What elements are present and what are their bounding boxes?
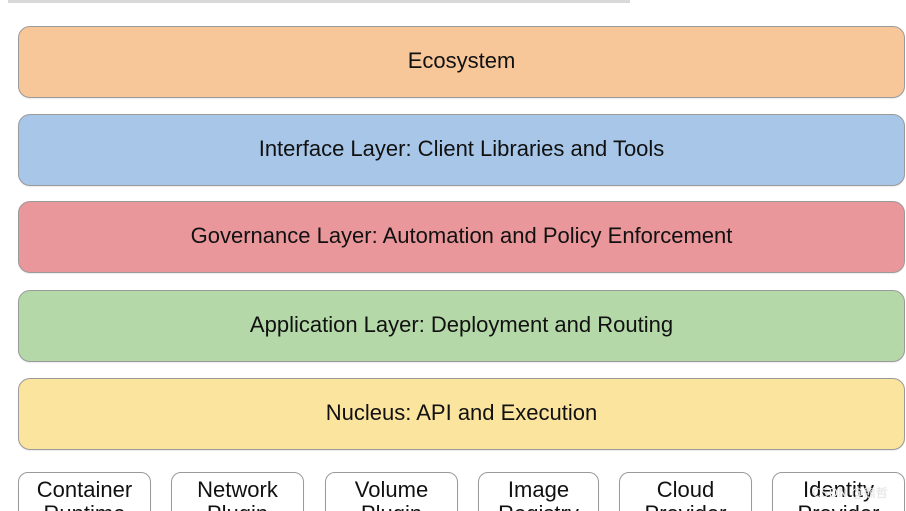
plugin-image-registry-line2: Registry: [498, 501, 579, 511]
layer-interface: Interface Layer: Client Libraries and To…: [18, 114, 905, 186]
plugin-volume-line1: Volume: [354, 477, 429, 502]
plugin-image-registry: Image Registry: [478, 472, 599, 511]
plugin-identity-provider-line2: Provider: [798, 501, 880, 511]
layer-interface-label: Interface Layer: Client Libraries and To…: [258, 136, 665, 161]
plugin-volume: Volume Plugin: [325, 472, 458, 511]
plugin-cloud-provider: Cloud Provider: [619, 472, 752, 511]
plugin-volume-line2: Plugin: [361, 501, 422, 511]
plugin-container-runtime-line1: Container: [36, 477, 133, 502]
layer-application: Application Layer: Deployment and Routin…: [18, 290, 905, 362]
layer-governance: Governance Layer: Automation and Policy …: [18, 201, 905, 273]
plugin-network-line2: Plugin: [207, 501, 268, 511]
csdn-watermark: CSDN @熊哲: [812, 486, 888, 500]
plugin-image-registry-line1: Image: [507, 477, 570, 502]
top-gray-strip: [8, 0, 630, 3]
layer-ecosystem-label: Ecosystem: [407, 48, 516, 73]
plugin-container-runtime: Container Runtime: [18, 472, 151, 511]
layer-governance-label: Governance Layer: Automation and Policy …: [190, 223, 733, 248]
plugin-cloud-provider-line1: Cloud: [656, 477, 715, 502]
layer-nucleus: Nucleus: API and Execution: [18, 378, 905, 450]
plugin-network-line1: Network: [197, 477, 278, 502]
layer-application-label: Application Layer: Deployment and Routin…: [249, 312, 674, 337]
layer-nucleus-label: Nucleus: API and Execution: [325, 400, 598, 425]
plugin-cloud-provider-line2: Provider: [645, 501, 727, 511]
plugin-network: Network Plugin: [171, 472, 304, 511]
plugin-container-runtime-line2: Runtime: [44, 501, 126, 511]
layer-ecosystem: Ecosystem: [18, 26, 905, 98]
